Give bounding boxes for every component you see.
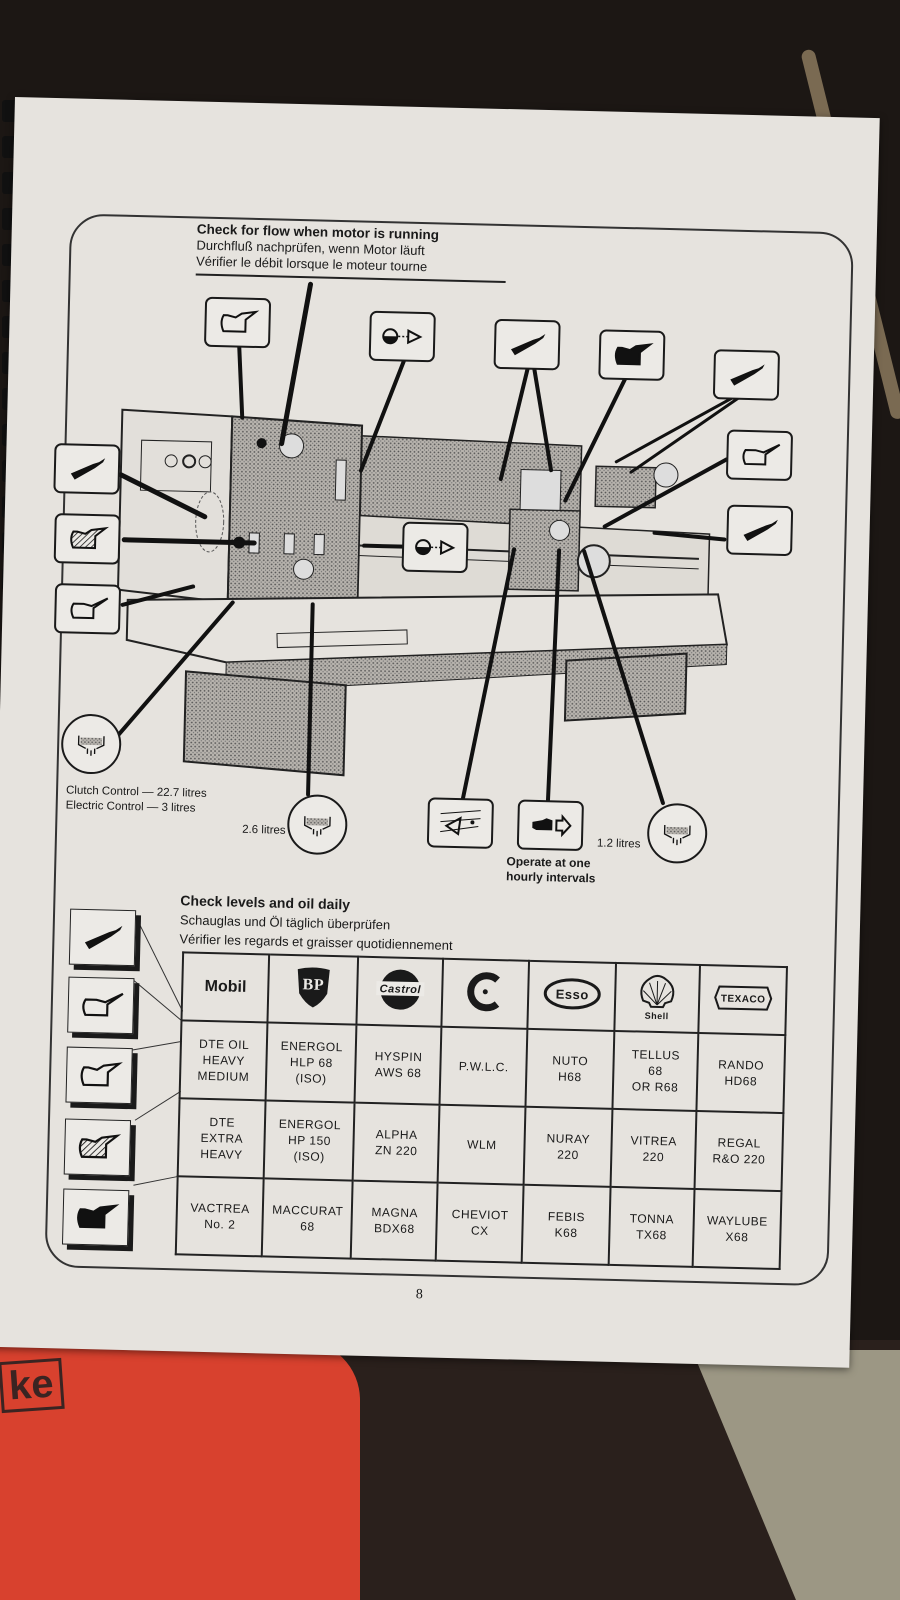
brand-chevron-c-logo <box>441 958 530 1029</box>
svg-text:Esso: Esso <box>555 986 588 1002</box>
sump-drain-icon <box>646 802 708 865</box>
sight-glass-flow-icon <box>401 521 469 574</box>
table-cell: REGAL R&O 220 <box>694 1110 784 1192</box>
oil-can-spout-icon <box>67 976 135 1035</box>
oil-can-hatched-icon <box>53 513 121 565</box>
oil-can-outline-icon <box>203 296 272 349</box>
manual-page: Check for flow when motor is running Dur… <box>0 97 880 1368</box>
table-cell: TONNA TX68 <box>608 1186 695 1267</box>
sight-glass-flow-icon <box>368 310 436 363</box>
sump-left-capacity: 2.6 litres <box>242 823 286 837</box>
table-cell: WLM <box>437 1104 526 1185</box>
brand-castrol-logo: Castrol <box>356 956 444 1027</box>
table-cell: ALPHA ZN 220 <box>353 1102 440 1183</box>
sump-drain-icon <box>60 713 122 775</box>
oil-can-spout-icon <box>53 583 122 635</box>
brand-logo-row: Mobil BP Castrol Esso Shell TEXACO <box>181 952 787 1036</box>
oil-can-spout-icon <box>725 429 794 482</box>
svg-text:Shell: Shell <box>645 1011 669 1022</box>
table-cell: NUTO H68 <box>525 1028 615 1109</box>
page-number: 8 <box>415 1287 424 1303</box>
sump-right-capacity: 1.2 litres <box>596 837 641 851</box>
table-cell: VITREA 220 <box>610 1108 697 1189</box>
operate-note-line2: hourly intervals <box>505 869 596 886</box>
svg-text:Castrol: Castrol <box>379 983 421 996</box>
background-red-object <box>0 1340 360 1600</box>
daily-check-heading: Check levels and oil daily Schauglas und… <box>179 891 453 955</box>
table-cell: DTE OIL HEAVY MEDIUM <box>179 1020 268 1101</box>
grease-gun-icon <box>493 318 561 371</box>
brand-texaco-logo: TEXACO <box>698 964 787 1036</box>
table-cell: P.W.L.C. <box>439 1026 528 1107</box>
flow-check-heading: Check for flow when motor is running Dur… <box>195 221 507 284</box>
table-cell: TELLUS 68 OR R68 <box>612 1030 699 1111</box>
electric-control-capacity: Electric Control — 3 litres <box>65 799 196 815</box>
oil-can-hatched-icon <box>63 1118 132 1177</box>
oil-can-filled-icon <box>598 329 666 381</box>
table-cell: NURAY 220 <box>523 1106 613 1187</box>
brand-shell-logo: Shell <box>614 962 701 1033</box>
table-cell: CHEVIOT CX <box>436 1182 524 1263</box>
table-cell: WAYLUBE X68 <box>692 1188 782 1270</box>
table-cell: ENERGOL HP 150 (ISO) <box>264 1100 355 1181</box>
oil-can-outline-icon <box>65 1046 133 1105</box>
svg-text:TEXACO: TEXACO <box>720 994 765 1006</box>
pump-operate-icon <box>516 799 584 852</box>
table-cell: FEBIS K68 <box>521 1184 611 1265</box>
background-sticker-text: ke <box>0 1357 65 1414</box>
grease-gun-icon <box>68 908 137 967</box>
table-cell: RANDO HD68 <box>696 1032 786 1114</box>
oil-equivalents-table: Mobil BP Castrol Esso Shell TEXACO DTE O… <box>175 951 788 1270</box>
table-cell: VACTREA No. 2 <box>175 1176 265 1257</box>
lathe-illustration <box>116 408 729 777</box>
brand-bp-logo: BP <box>267 954 359 1025</box>
svg-text:BP: BP <box>302 976 324 994</box>
table-cell: ENERGOL HLP 68 (ISO) <box>266 1022 357 1103</box>
brand-mobil-logo: Mobil <box>181 952 270 1023</box>
grease-gun-icon <box>712 349 781 401</box>
table-cell: HYSPIN AWS 68 <box>354 1024 442 1105</box>
table-cell: MACCURAT 68 <box>262 1178 354 1259</box>
pump-gauge-icon <box>426 797 494 849</box>
table-cell: MAGNA BDX68 <box>351 1180 438 1261</box>
oil-can-filled-icon <box>61 1188 130 1247</box>
sump-drain-icon <box>286 793 349 856</box>
brand-esso-logo: Esso <box>527 960 616 1031</box>
table-cell: DTE EXTRA HEAVY <box>177 1098 267 1179</box>
grease-gun-icon <box>53 443 121 495</box>
grease-gun-icon <box>726 504 794 557</box>
